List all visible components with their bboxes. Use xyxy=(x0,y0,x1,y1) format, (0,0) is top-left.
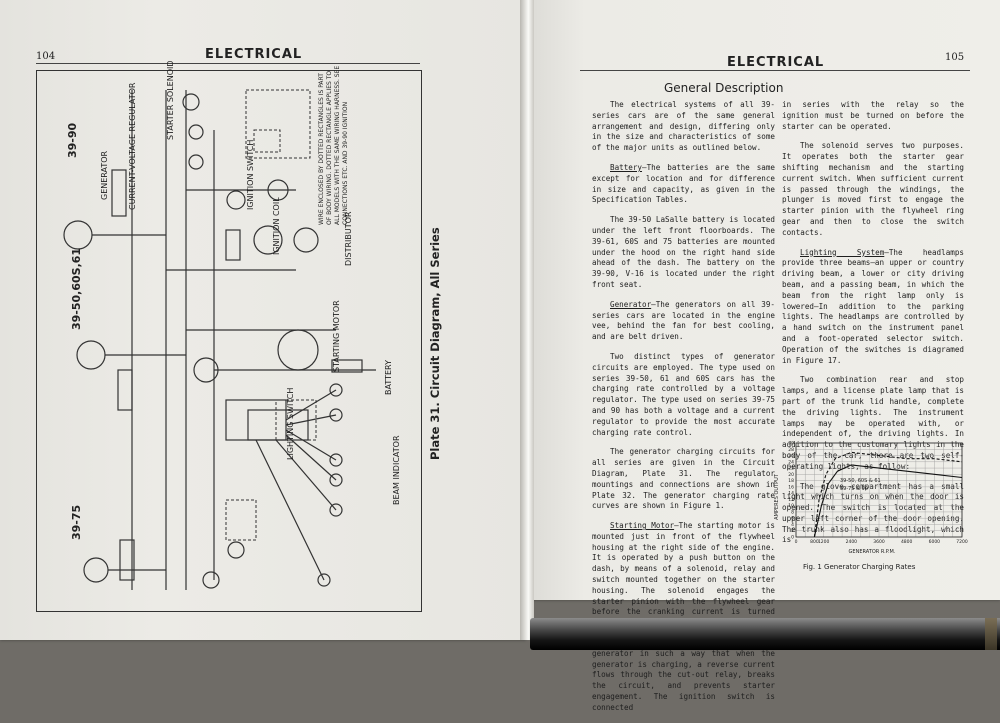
book-spine xyxy=(520,0,534,640)
chart-y-tick-label: 8 xyxy=(791,509,794,515)
chart-series-line xyxy=(813,464,963,538)
chart-x-tick-label: 2400 xyxy=(846,539,858,545)
chart-y-tick-label: 24 xyxy=(788,459,794,465)
series-label-39-50: 39-50,60S,61 xyxy=(70,247,83,330)
text-column-left: The electrical systems of all 39-series … xyxy=(592,100,775,723)
diagram-label-starter-solenoid: STARTER SOLENOID xyxy=(166,60,175,140)
pen-band xyxy=(985,618,997,650)
chart-y-tick-label: 2 xyxy=(791,528,794,534)
diagram-label-lighting-switch: LIGHTING SWITCH xyxy=(286,387,295,460)
pen-body xyxy=(530,618,1000,650)
chart-y-tick-label: 20 xyxy=(788,472,794,478)
chart-plot-area xyxy=(795,442,963,538)
paragraph: Lighting System—The headlamps provide th… xyxy=(782,247,964,365)
chart-curve-label: 39-75 & 90 xyxy=(840,486,868,492)
left-header-rule xyxy=(36,63,420,64)
chart-x-tick-label: 6000 xyxy=(929,539,941,545)
diagram-label-beam-indicator: BEAM INDICATOR xyxy=(392,435,401,505)
chart-x-tick-label: 800 xyxy=(810,539,819,545)
chart-y-tick-label: 28 xyxy=(788,447,794,453)
chart-x-tick-label: 0 xyxy=(795,539,798,545)
diagram-note: WIRE ENCLOSED BY DOTTED RECTANGLES IS PA… xyxy=(318,65,349,225)
paragraph: The solenoid serves two purposes. It ope… xyxy=(782,141,964,237)
paragraph: The electrical systems of all 39-series … xyxy=(592,100,775,153)
chart-y-tick-label: 18 xyxy=(788,478,794,484)
diagram-label-starting-motor: STARTING MOTOR xyxy=(332,300,341,372)
text-column-right: in series with the relay so the ignition… xyxy=(782,100,964,555)
paragraph: in series with the relay so the ignition… xyxy=(782,100,964,131)
diagram-label-generator: GENERATOR xyxy=(100,150,109,200)
chart-series-line xyxy=(813,451,963,538)
left-page xyxy=(0,0,526,640)
diagram-label-regulator: CURRENT-VOLTAGE REGULATOR xyxy=(128,82,137,210)
figure-caption: Fig. 1 Generator Charging Rates xyxy=(803,563,916,571)
chart-y-tick-label: 22 xyxy=(788,466,794,472)
chart-y-tick-label: 0 xyxy=(791,535,794,541)
paragraph: Battery—The batteries are the same excep… xyxy=(592,162,775,205)
left-page-header: ELECTRICAL xyxy=(205,47,303,62)
series-label-39-90: 39-90 xyxy=(66,122,79,158)
chart-y-tick-label: 4 xyxy=(791,522,794,528)
pen xyxy=(530,606,1000,651)
diagram-label-ignition-coil: IGNITION COIL xyxy=(272,197,281,255)
chart-y-tick-label: 6 xyxy=(791,516,794,522)
chart-y-tick-label: 10 xyxy=(788,503,794,509)
right-page xyxy=(528,0,1000,600)
right-header-rule xyxy=(580,70,970,71)
chart-y-tick-label: 16 xyxy=(788,484,794,490)
paragraph: Two distinct types of generator circuits… xyxy=(592,351,775,437)
chart-axes xyxy=(795,442,963,538)
chart-y-tick-label: 12 xyxy=(788,497,794,503)
chart-y-tick-label: 26 xyxy=(788,453,794,459)
left-page-number: 104 xyxy=(36,51,56,62)
paragraph: Generator—The generators on all 39-serie… xyxy=(592,299,775,342)
chart-y-tick-label: 30 xyxy=(788,441,794,447)
plate-caption: Plate 31. Circuit Diagram, All Series xyxy=(428,227,442,460)
diagram-label-ignition-switch: IGNITION SWITCH xyxy=(246,139,255,210)
paragraph: The 39-50 LaSalle battery is located und… xyxy=(592,215,775,289)
circuit-diagram-frame xyxy=(36,70,422,612)
diagram-label-battery: BATTERY xyxy=(384,360,393,395)
chart-grid xyxy=(795,442,963,538)
chart-x-tick-label: 4800 xyxy=(901,539,913,545)
chart-x-axis-label: GENERATOR R.P.M. xyxy=(849,549,896,555)
section-subheader: General Description xyxy=(664,81,784,95)
right-page-header: ELECTRICAL xyxy=(727,55,825,70)
chart-x-tick-label: 7200 xyxy=(956,539,968,545)
chart-y-tick-label: 14 xyxy=(788,491,794,497)
series-label-39-75: 39-75 xyxy=(70,504,83,540)
chart-y-axis-label: AMPERES OUTPUT xyxy=(774,473,780,520)
chart-curve-label: 39-50, 60S & 61 xyxy=(840,478,881,484)
right-page-number: 105 xyxy=(945,52,965,63)
chart-series xyxy=(813,451,963,538)
circuit-diagram xyxy=(63,89,376,590)
chart-x-tick-label: 3600 xyxy=(873,539,885,545)
paragraph: The generator charging circuits for all … xyxy=(592,447,775,511)
chart-x-tick-label: 1200 xyxy=(818,539,830,545)
